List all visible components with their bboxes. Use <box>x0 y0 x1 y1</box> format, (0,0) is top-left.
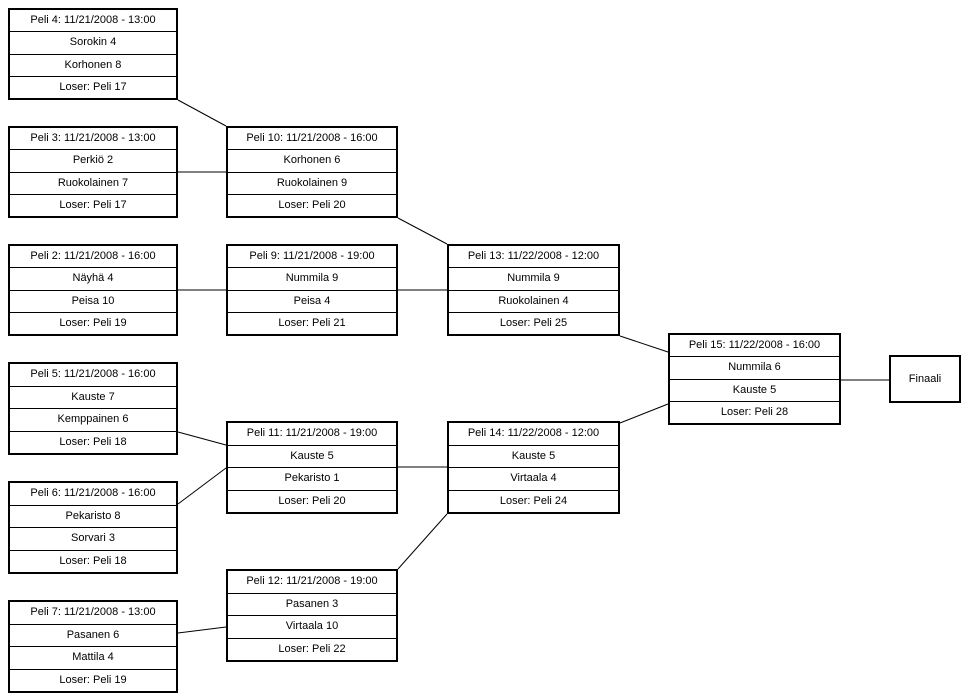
player1-row: Kauste 5 <box>449 444 618 468</box>
player2-row: Virtaala 10 <box>228 615 396 638</box>
loser-row: Loser: Peli 21 <box>228 311 396 334</box>
connector-peli14-peli15 <box>619 403 669 424</box>
match-box-peli-11: Peli 11: 11/21/2008 - 19:00 Kauste 5 Pek… <box>226 421 398 514</box>
final-box: Finaali <box>889 355 961 403</box>
player1-row: Korhonen 6 <box>228 149 396 171</box>
match-box-peli-10: Peli 10: 11/21/2008 - 16:00 Korhonen 6 R… <box>226 126 398 218</box>
match-title: Peli 7: 11/21/2008 - 13:00 <box>30 606 156 619</box>
connector-peli6-peli11 <box>177 467 227 505</box>
match-title: Peli 12: 11/21/2008 - 19:00 <box>246 575 378 588</box>
player2-row: Ruokolainen 9 <box>228 171 396 194</box>
match-box-peli-3: Peli 3: 11/21/2008 - 13:00 Perkiö 2 Ruok… <box>8 126 178 218</box>
connector-peli10-peli13 <box>397 217 448 245</box>
match-title: Peli 3: 11/21/2008 - 13:00 <box>30 132 156 145</box>
match-box-peli-4: Peli 4: 11/21/2008 - 13:00 Sorokin 4 Kor… <box>8 8 178 100</box>
player1-row: Kauste 7 <box>10 385 176 409</box>
match-box-peli-5: Peli 5: 11/21/2008 - 16:00 Kauste 7 Kemp… <box>8 362 178 455</box>
match-box-peli-14: Peli 14: 11/22/2008 - 12:00 Kauste 5 Vir… <box>447 421 620 514</box>
loser-row: Loser: Peli 19 <box>10 668 176 692</box>
match-box-peli-7: Peli 7: 11/21/2008 - 13:00 Pasanen 6 Mat… <box>8 600 178 693</box>
player2-row: Kauste 5 <box>670 378 839 401</box>
loser-row: Loser: Peli 18 <box>10 549 176 573</box>
player2-row: Mattila 4 <box>10 646 176 669</box>
player1-row: Nummila 6 <box>670 356 839 378</box>
loser-row: Loser: Peli 18 <box>10 430 176 454</box>
match-title: Peli 4: 11/21/2008 - 13:00 <box>30 14 156 27</box>
player1-row: Sorokin 4 <box>10 31 176 53</box>
match-title: Peli 2: 11/21/2008 - 16:00 <box>30 250 156 263</box>
player2-row: Ruokolainen 7 <box>10 171 176 194</box>
player1-row: Pasanen 6 <box>10 623 176 647</box>
player2-row: Pekaristo 1 <box>228 467 396 490</box>
match-box-peli-6: Peli 6: 11/21/2008 - 16:00 Pekaristo 8 S… <box>8 481 178 574</box>
player1-row: Nummila 9 <box>449 267 618 289</box>
connector-peli13-peli15 <box>619 335 669 353</box>
player2-row: Virtaala 4 <box>449 467 618 490</box>
connector-peli5-peli11 <box>177 431 227 446</box>
loser-row: Loser: Peli 28 <box>670 400 839 423</box>
match-title: Peli 11: 11/21/2008 - 19:00 <box>246 427 378 440</box>
loser-row: Loser: Peli 20 <box>228 193 396 216</box>
connector-peli12-peli14 <box>397 513 448 570</box>
match-title: Peli 6: 11/21/2008 - 16:00 <box>30 487 156 500</box>
match-title: Peli 13: 11/22/2008 - 12:00 <box>467 250 600 263</box>
player1-row: Pasanen 3 <box>228 592 396 616</box>
match-title: Peli 10: 11/21/2008 - 16:00 <box>246 132 378 145</box>
player2-row: Peisa 4 <box>228 289 396 312</box>
player2-row: Ruokolainen 4 <box>449 289 618 312</box>
player1-row: Näyhä 4 <box>10 267 176 289</box>
match-title: Peli 14: 11/22/2008 - 12:00 <box>467 427 600 440</box>
loser-row: Loser: Peli 17 <box>10 193 176 216</box>
player2-row: Peisa 10 <box>10 289 176 312</box>
player2-row: Kemppainen 6 <box>10 408 176 431</box>
match-box-peli-2: Peli 2: 11/21/2008 - 16:00 Näyhä 4 Peisa… <box>8 244 178 336</box>
player2-row: Korhonen 8 <box>10 53 176 76</box>
connector-peli7-peli12 <box>177 626 227 634</box>
player2-row: Sorvari 3 <box>10 527 176 550</box>
match-title: Peli 15: 11/22/2008 - 16:00 <box>688 339 821 352</box>
match-box-peli-9: Peli 9: 11/21/2008 - 19:00 Nummila 9 Pei… <box>226 244 398 336</box>
match-box-peli-12: Peli 12: 11/21/2008 - 19:00 Pasanen 3 Vi… <box>226 569 398 662</box>
loser-row: Loser: Peli 17 <box>10 75 176 98</box>
match-title: Peli 5: 11/21/2008 - 16:00 <box>30 368 156 381</box>
final-label: Finaali <box>908 373 942 385</box>
loser-row: Loser: Peli 25 <box>449 311 618 334</box>
player1-row: Nummila 9 <box>228 267 396 289</box>
loser-row: Loser: Peli 19 <box>10 311 176 334</box>
match-box-peli-15: Peli 15: 11/22/2008 - 16:00 Nummila 6 Ka… <box>668 333 841 425</box>
loser-row: Loser: Peli 24 <box>449 489 618 513</box>
loser-row: Loser: Peli 20 <box>228 489 396 513</box>
match-box-peli-13: Peli 13: 11/22/2008 - 12:00 Nummila 9 Ru… <box>447 244 620 336</box>
loser-row: Loser: Peli 22 <box>228 637 396 661</box>
player1-row: Kauste 5 <box>228 444 396 468</box>
player1-row: Pekaristo 8 <box>10 504 176 528</box>
player1-row: Perkiö 2 <box>10 149 176 171</box>
connector-peli4-peli10 <box>177 99 227 127</box>
match-title: Peli 9: 11/21/2008 - 19:00 <box>249 250 375 263</box>
